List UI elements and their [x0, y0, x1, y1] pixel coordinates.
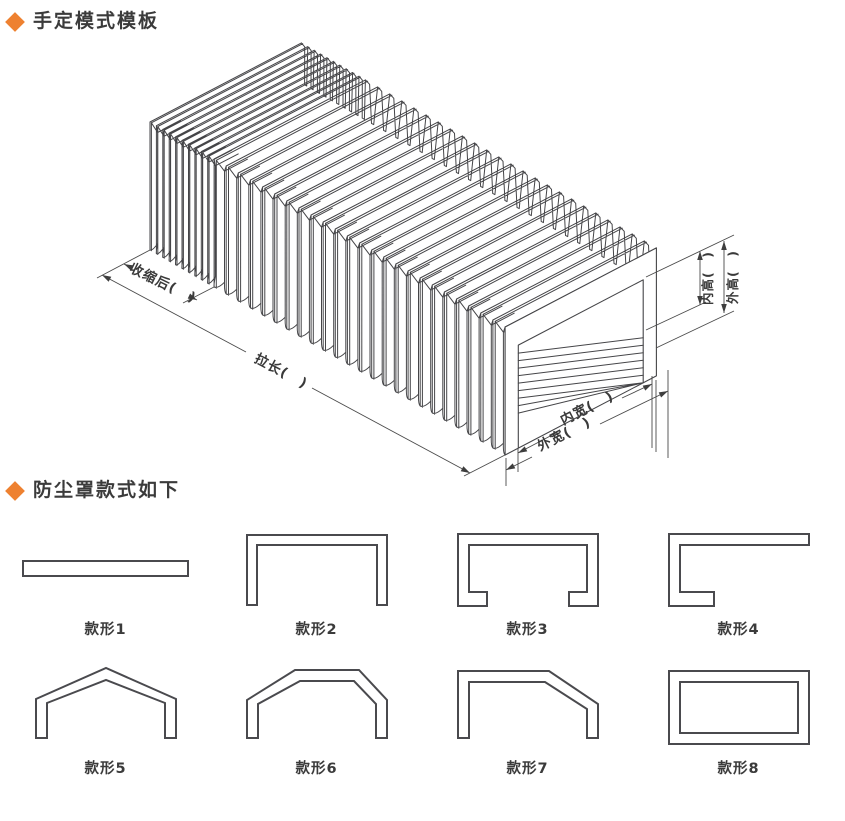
style-7-shape: [456, 670, 599, 739]
section-title: 防尘罩款式如下: [33, 479, 181, 501]
style-label: 款形4: [717, 622, 760, 638]
section-title: 手定模式模板: [33, 10, 160, 32]
section-header-template: 手定模式模板: [5, 10, 160, 32]
style-cell-3: 款形3: [418, 533, 638, 639]
style-cell-1: 款形1: [0, 533, 216, 639]
style-label: 款形6: [295, 761, 338, 777]
style-5-shape: [34, 666, 177, 739]
style-cell-8: 款形8: [629, 663, 845, 778]
style-cell-7: 款形7: [418, 663, 638, 778]
style-4-shape: [667, 533, 810, 607]
style-2-shape: [245, 534, 388, 606]
style-1-shape: [21, 560, 189, 577]
style-3-shape: [456, 533, 599, 607]
style-cell-5: 款形5: [0, 663, 216, 778]
diamond-icon: [5, 480, 25, 501]
style-label: 款形2: [295, 622, 338, 638]
styles-grid: 款形1 款形2 款形3 款形4: [0, 533, 845, 778]
dim-label-stretched: 拉长( ): [252, 350, 311, 392]
style-cell-4: 款形4: [629, 533, 845, 639]
style-label: 款形8: [717, 761, 760, 777]
style-cell-6: 款形6: [207, 663, 427, 778]
style-cell-2: 款形2: [207, 533, 427, 639]
style-8-shape: [667, 670, 810, 745]
section-header-styles: 防尘罩款式如下: [5, 479, 181, 501]
dimension-lines: [96, 234, 735, 486]
bellows-front-face: [504, 247, 657, 456]
bellows-pleats: [149, 42, 657, 456]
style-label: 款形7: [506, 761, 549, 777]
dim-label-outer-height: 外高( ): [725, 250, 740, 305]
style-label: 款形5: [84, 761, 127, 777]
style-label: 款形3: [506, 622, 549, 638]
style-label: 款形1: [84, 622, 127, 638]
bellows-diagram: 收缩后( ) 拉长( ) 内宽( ) 外宽( ) 内高( ) 外高( ): [96, 42, 740, 486]
dim-label-inner-height: 内高( ): [700, 251, 715, 305]
style-6-shape: [245, 669, 388, 739]
